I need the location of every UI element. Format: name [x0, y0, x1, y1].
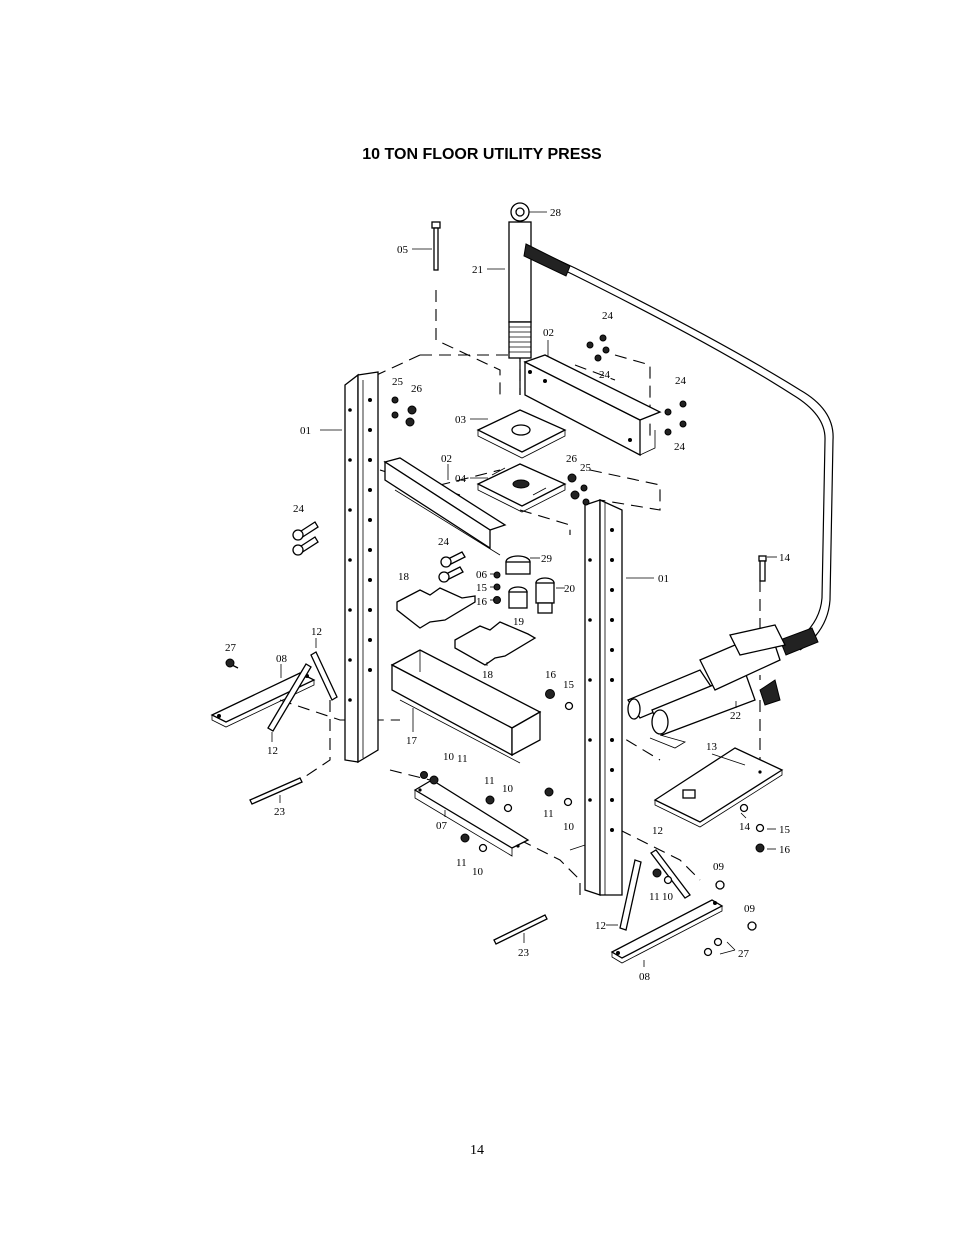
label-16-bottom: 16	[779, 844, 791, 856]
label-09-lower: 09	[744, 903, 756, 915]
press-blocks	[396, 555, 555, 666]
label-03: 03	[455, 414, 467, 426]
label-17: 17	[406, 735, 418, 747]
label-10-a: 10	[443, 751, 455, 763]
label-25-left: 25	[392, 376, 404, 388]
label-10-d: 10	[472, 866, 484, 878]
label-23-left: 23	[274, 806, 286, 818]
label-10-c: 10	[563, 821, 575, 833]
fasteners	[225, 334, 765, 957]
label-05: 05	[397, 244, 409, 256]
label-27-right: 27	[738, 948, 750, 960]
label-01-right: 01	[658, 573, 669, 585]
label-02-top: 02	[543, 327, 554, 339]
label-14-top: 14	[779, 552, 791, 564]
label-13: 13	[706, 741, 718, 753]
label-12-upper-left: 12	[311, 626, 322, 638]
label-18-left: 18	[398, 571, 410, 583]
label-15-right: 15	[563, 679, 575, 691]
right-foot-assembly	[493, 849, 724, 964]
label-20: 20	[564, 583, 576, 595]
lower-bolster-channel	[383, 457, 507, 556]
label-15-mid: 15	[476, 582, 488, 594]
label-21: 21	[472, 264, 483, 276]
label-14-bottom: 14	[739, 821, 751, 833]
label-16-right: 16	[545, 669, 557, 681]
label-11-b: 11	[484, 775, 495, 787]
label-18-right: 18	[482, 669, 494, 681]
label-26-left: 26	[411, 383, 423, 395]
label-27-left: 27	[225, 642, 237, 654]
label-24-right-b: 24	[674, 441, 686, 453]
label-12-lower-right: 12	[595, 920, 606, 932]
left-frame-post	[344, 371, 379, 764]
label-29: 29	[541, 553, 553, 565]
label-11-d: 11	[456, 857, 467, 869]
page-number: 14	[470, 1143, 484, 1158]
mounting-plates	[476, 409, 567, 513]
label-26-right: 26	[566, 453, 578, 465]
label-24-top-b: 24	[599, 369, 611, 381]
label-02-mid: 02	[441, 453, 452, 465]
label-22: 22	[730, 710, 741, 722]
label-04: 04	[455, 473, 467, 485]
label-10-b: 10	[502, 783, 514, 795]
label-10-e: 10	[662, 891, 674, 903]
bed-channel	[390, 649, 542, 764]
label-08-right: 08	[639, 971, 651, 983]
label-11-e: 11	[649, 891, 660, 903]
label-06: 06	[476, 569, 488, 581]
part-number-labels: 05 21 28 24 24 02 24 24 25 26 01 03 02 0…	[225, 207, 791, 983]
label-12-upper-right: 12	[652, 825, 663, 837]
label-09-upper: 09	[713, 861, 725, 873]
label-24-left: 24	[293, 503, 305, 515]
label-08-left: 08	[276, 653, 288, 665]
label-16-mid: 16	[476, 596, 488, 608]
label-24-right-a: 24	[675, 375, 687, 387]
label-15-bottom: 15	[779, 824, 791, 836]
label-28: 28	[550, 207, 562, 219]
label-23-right: 23	[518, 947, 530, 959]
label-24-top-a: 24	[602, 310, 614, 322]
label-11-c: 11	[543, 808, 554, 820]
left-foot-assembly	[210, 651, 338, 805]
hand-pump	[627, 624, 786, 749]
bolts	[431, 221, 767, 582]
right-frame-post	[569, 498, 623, 896]
leader-lines	[271, 211, 777, 967]
label-07: 07	[436, 820, 448, 832]
pump-base-plate	[653, 747, 784, 828]
label-01-left: 01	[300, 425, 311, 437]
hydraulic-hose	[523, 243, 834, 656]
label-19: 19	[513, 616, 525, 628]
upper-bolster-channel	[523, 354, 662, 457]
bottom-brace	[413, 779, 530, 857]
label-25-right: 25	[580, 462, 592, 474]
diagram-title: 10 TON FLOOR UTILITY PRESS	[362, 146, 602, 163]
label-11-a: 11	[457, 753, 468, 765]
label-24-mid: 24	[438, 536, 450, 548]
label-12-lower-left: 12	[267, 745, 278, 757]
